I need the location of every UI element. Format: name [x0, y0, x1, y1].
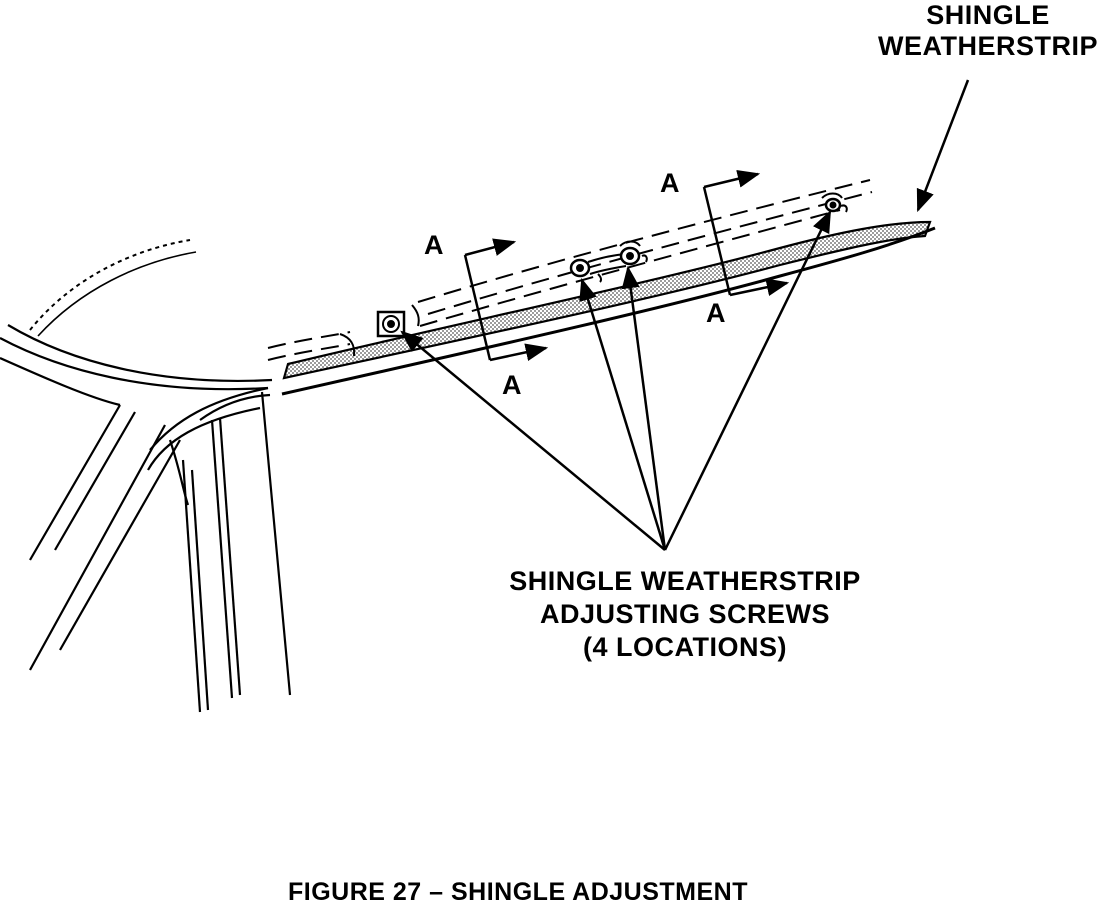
weatherstrip-label: SHINGLE WEATHERSTRIP: [866, 2, 1110, 60]
section-label-a-2: A: [502, 370, 522, 400]
screw-1: [376, 310, 406, 338]
weatherstrip-band: [281, 220, 936, 396]
junction-curve-2: [147, 406, 261, 471]
pillar-vertical-2: [190, 469, 210, 711]
screw-leader-lines: [400, 209, 832, 551]
section-label-a-1: A: [424, 230, 444, 260]
screw-3: [619, 240, 648, 266]
section-label-a-3: A: [660, 168, 680, 198]
rail-end-curve: [339, 333, 356, 357]
pillar-vertical-3: [210, 419, 234, 699]
door-frame-upper-outer: [0, 337, 269, 391]
pillar-vertical-1: [181, 459, 202, 713]
door-frame-upper-edge: [0, 356, 121, 407]
window-arc-dashed: [29, 239, 191, 331]
adjusting-screws-label-line1: SHINGLE WEATHERSTRIP: [509, 566, 861, 596]
weatherstrip-label-line1: SHINGLE: [926, 0, 1050, 30]
adjusting-screws-label: SHINGLE WEATHERSTRIP ADJUSTING SCREWS (4…: [480, 568, 890, 661]
weatherstrip-label-line2: WEATHERSTRIP: [878, 31, 1098, 61]
screw-4: [821, 192, 848, 213]
section-label-a-4: A: [706, 298, 726, 328]
adjusting-screws-label-line2: ADJUSTING SCREWS: [539, 599, 831, 629]
pillar-left-mid: [54, 411, 136, 551]
pillar-vertical-4: [218, 417, 242, 696]
door-frame: [0, 239, 292, 713]
adjusting-screws: [376, 192, 848, 338]
weatherstrip-leader-line: [916, 79, 970, 213]
pillar-top-cap: [199, 393, 271, 421]
screw-2: [569, 253, 627, 283]
rail-end-curve-2: [411, 304, 420, 327]
pillar-left-inner2: [59, 439, 181, 651]
section-marker-left: [463, 238, 549, 362]
pillar-left-inner: [29, 424, 166, 671]
figure-caption: FIGURE 27 – SHINGLE ADJUSTMENT: [288, 878, 748, 906]
section-marker-right: [702, 169, 790, 297]
weatherstrip-bottom-edge: [281, 226, 936, 396]
pillar-left-outer: [29, 404, 121, 561]
adjusting-screws-label-line3: (4 LOCATIONS): [583, 632, 787, 662]
junction-curve-1: [149, 386, 269, 451]
weatherstrip-fill: [282, 220, 932, 380]
pillar-vertical-5: [260, 391, 292, 696]
window-arc-solid: [37, 251, 197, 337]
door-frame-upper-inner: [7, 324, 273, 382]
